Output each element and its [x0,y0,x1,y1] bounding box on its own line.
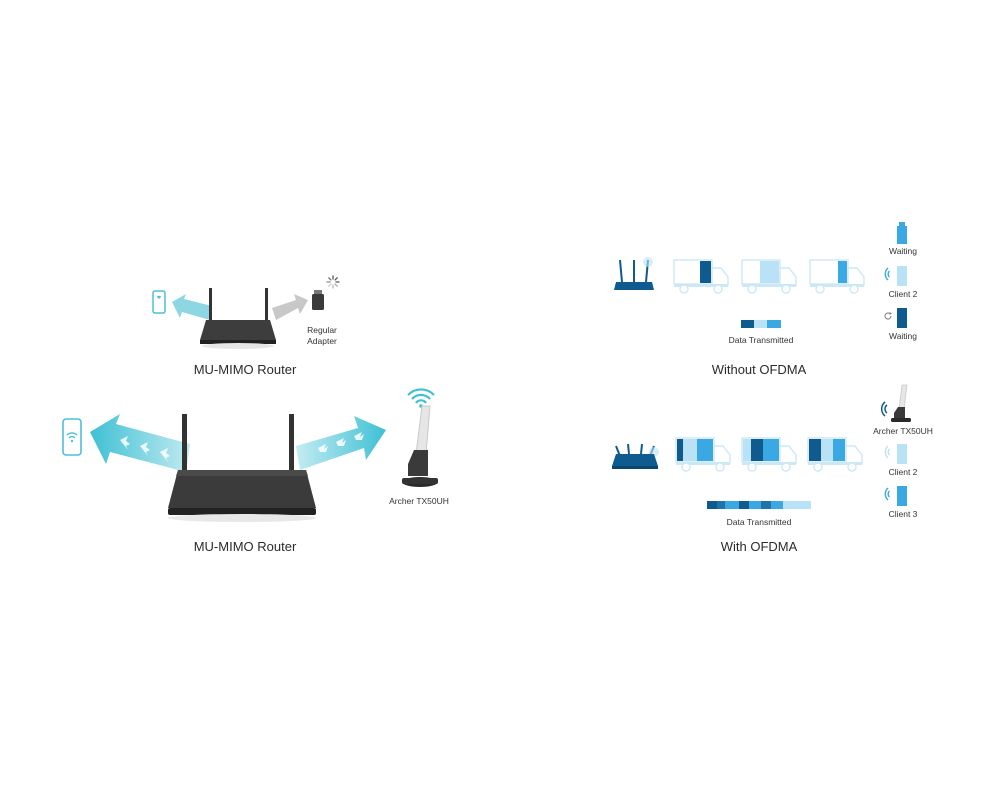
client-device-icon [897,444,907,464]
archer-tx50uh-adapter-icon [891,384,911,422]
truck-icon [675,437,731,472]
refresh-icon [884,312,892,320]
client-label-waiting-1: Waiting [888,246,918,256]
client-device-icon [897,308,907,328]
client-label-archer: Archer TX50UH [873,426,933,436]
wireless-signal-icon [884,445,891,459]
truck-icon [807,437,863,472]
wireless-signal-icon [880,401,888,417]
mu-mimo-router-caption-top: MU-MIMO Router [193,362,297,377]
signal-arrow-left-icon [172,294,212,320]
without-ofdma-caption: Without OFDMA [711,362,807,377]
client-device-icon [897,266,907,286]
client-device-icon [897,222,907,244]
signal-arrow-right-icon [272,294,308,320]
client-label-client-2: Client 2 [888,289,918,299]
data-transmitted-label-top: Data Transmitted [728,335,794,345]
wireless-signal-icon [884,487,891,501]
archer-tx50uh-label-left: Archer TX50UH [389,496,449,506]
wifi6-router-icon [612,443,659,469]
mu-mimo-router-large-icon [168,414,316,522]
mu-mimo-router-caption-bottom: MU-MIMO Router [193,539,297,554]
data-transmitted-bar [707,501,811,509]
signal-beam-right-icon [296,416,386,470]
mu-mimo-router-small-icon [200,288,276,349]
smartphone-icon [152,290,166,314]
client-device-icon [897,486,907,506]
client-label-waiting-2: Waiting [888,331,918,341]
wireless-signal-icon [884,267,891,281]
with-ofdma-caption: With OFDMA [720,539,798,554]
client-label-client-3: Client 3 [888,509,918,519]
data-transmitted-bar [741,320,781,328]
truck-icon [741,259,797,294]
signal-beam-left-icon [90,414,190,472]
truck-icon [741,437,797,472]
usb-adapter-icon [312,290,324,310]
client-label-client-2-bottom: Client 2 [888,467,918,477]
archer-tx50uh-adapter-icon [402,405,438,487]
truck-icon [673,259,729,294]
data-transmitted-label-bottom: Data Transmitted [726,517,792,527]
loading-spinner-icon [326,275,340,289]
router-blue-icon [614,257,654,290]
wifi-signal-icon [407,388,435,408]
smartphone-wifi-icon [62,418,82,456]
truck-icon [809,259,865,294]
